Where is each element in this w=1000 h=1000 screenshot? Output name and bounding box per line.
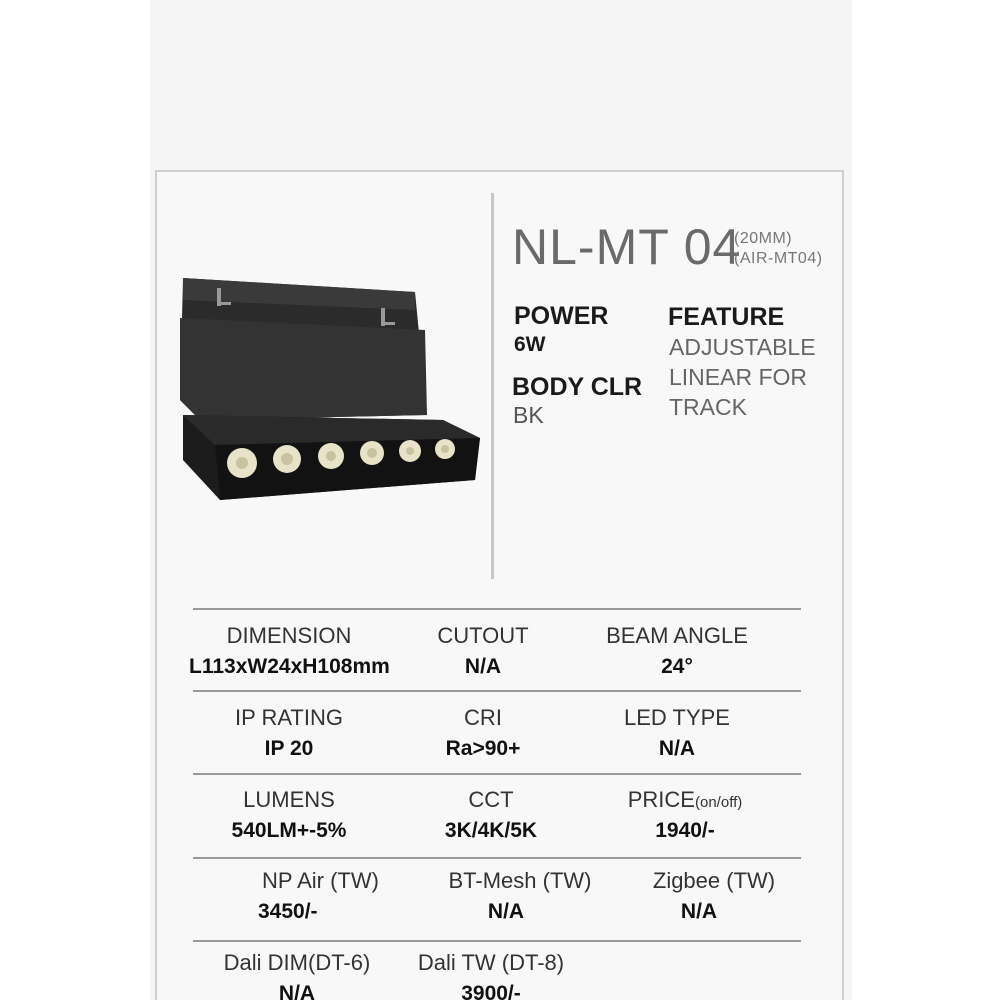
spec-value: 3900/- [461,982,521,1000]
table-divider [193,857,801,859]
feature-line: TRACK [669,394,747,420]
spec-label: CUTOUT [437,623,529,648]
spec-zigbee: Zigbee (TW) N/A [614,868,814,924]
spec-bt-mesh: BT-Mesh (TW) N/A [420,868,620,924]
spec-price: PRICE(on/off) 1940/- [585,787,785,843]
feature-label: FEATURE [668,303,785,331]
power-value: 6W [514,333,546,356]
spec-value: N/A [278,982,316,1000]
feature-line: LINEAR FOR [669,364,808,390]
body-color-value: BK [513,402,544,428]
price-label-suffix: (on/off) [695,794,743,811]
spec-cct: CCT 3K/4K/5K [391,787,591,843]
spec-label: BT-Mesh (TW) [448,868,592,893]
spec-label: CRI [464,705,502,730]
table-divider [193,608,801,610]
spec-value: 3K/4K/5K [444,819,538,842]
spec-led-type: LED TYPE N/A [577,705,777,761]
spec-beam-angle: BEAM ANGLE 24° [577,623,777,679]
spec-value: 1940/- [655,819,715,842]
spec-value: N/A [487,900,525,923]
spec-label: CCT [468,787,514,812]
spec-label: BEAM ANGLE [606,623,748,648]
price-label: PRICE [627,787,695,812]
table-divider [193,690,801,692]
model-name: NL-MT 04 [512,219,742,275]
model-subtitle: (20MM) (AIR-MT04) [734,229,823,269]
spec-label: DIMENSION [226,623,352,648]
vertical-divider [491,193,494,579]
product-image [180,278,480,500]
spec-dali-dim: Dali DIM(DT-6) N/A [197,950,397,1000]
spec-label: Dali DIM(DT-6) [223,950,371,975]
spec-label: LED TYPE [624,705,730,730]
spec-value: 540LM+-5% [231,819,347,842]
spec-lumens: LUMENS 540LM+-5% [189,787,389,843]
spec-np-air: NP Air (TW) 3450/- [224,868,414,924]
spec-cutout: CUTOUT N/A [383,623,583,679]
model-size: (20MM) [734,230,793,247]
feature-line: ADJUSTABLE [669,334,816,360]
spec-label: Zigbee (TW) [652,868,776,893]
table-divider [193,940,801,942]
spec-value: L113xW24xH108mm [189,655,390,678]
spec-value: 24° [661,655,693,678]
spec-value: N/A [680,900,718,923]
spec-value: 3450/- [258,900,318,923]
spec-label: PRICE(on/off) [585,787,785,813]
spec-value: N/A [658,737,696,760]
power-label: POWER [514,302,609,330]
feature-description: ADJUSTABLE LINEAR FOR TRACK [669,332,816,422]
led-array [227,439,455,478]
spec-label: IP RATING [235,705,343,730]
spec-label: Dali TW (DT-8) [417,950,565,975]
spec-label: LUMENS [243,787,335,812]
spec-ip-rating: IP RATING IP 20 [189,705,389,761]
spec-dali-tw: Dali TW (DT-8) 3900/- [391,950,591,1000]
spec-value: Ra>90+ [445,737,521,760]
model-code: (AIR-MT04) [734,250,823,267]
table-divider [193,773,801,775]
spec-value: IP 20 [264,737,314,760]
spec-cri: CRI Ra>90+ [383,705,583,761]
spec-value: N/A [464,655,502,678]
body-color-label: BODY CLR [512,373,643,401]
spec-dimension: DIMENSION L113xW24xH108mm [189,623,390,679]
spec-label: NP Air (TW) [262,868,379,893]
